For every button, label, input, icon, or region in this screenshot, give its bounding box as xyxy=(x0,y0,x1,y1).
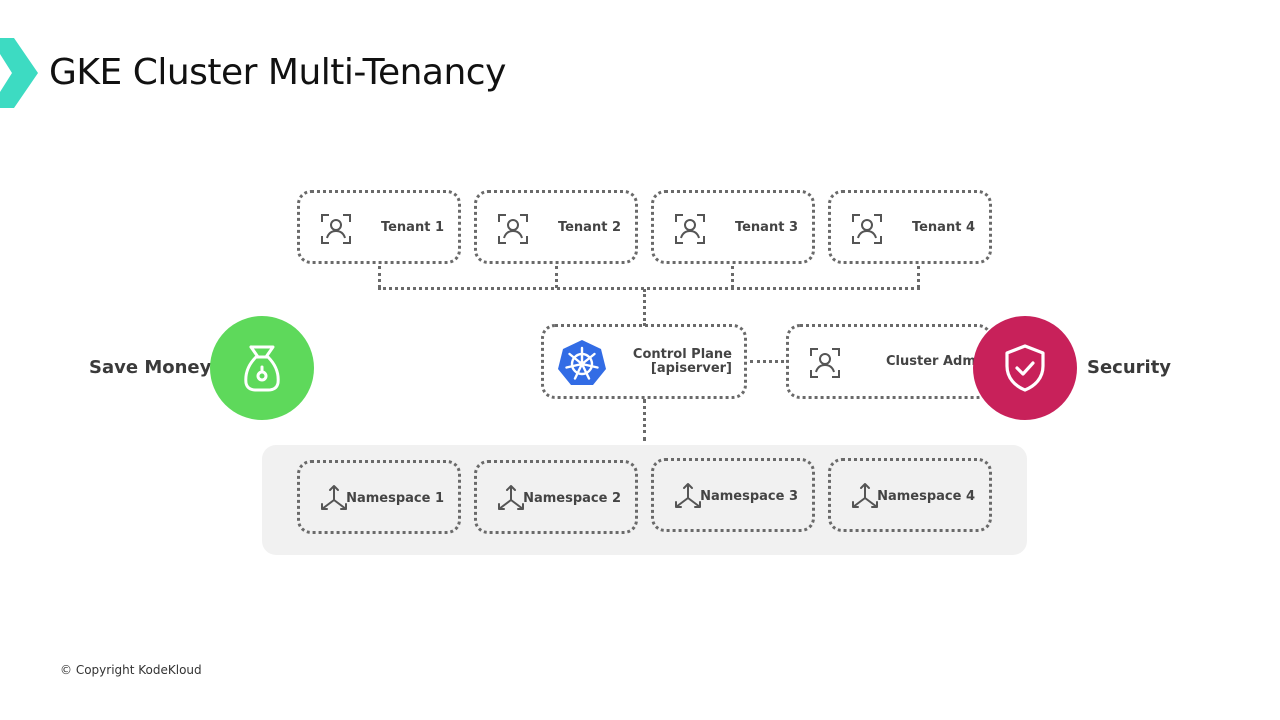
connector-tenant-2 xyxy=(555,266,558,288)
control-plane-label: Control Plane xyxy=(632,347,732,362)
namespace-box-2: Namespace 2 xyxy=(474,460,638,534)
tenant-box-3: Tenant 3 xyxy=(651,190,815,264)
cluster-admin-label: Cluster Admin xyxy=(886,354,990,369)
control-plane-box: Control Plane [apiserver] xyxy=(541,324,747,399)
user-icon xyxy=(851,213,883,245)
namespace-icon xyxy=(495,483,527,515)
namespace-box-3: Namespace 3 xyxy=(651,458,815,532)
cluster-admin-box: Cluster Admin xyxy=(786,324,992,399)
connector-bus-to-control-plane xyxy=(643,289,646,326)
namespace-icon xyxy=(318,483,350,515)
connector-tenant-4 xyxy=(917,266,920,288)
brand-chevron-logo xyxy=(0,30,42,116)
connector-control-plane-to-admin xyxy=(750,360,784,363)
kubernetes-icon xyxy=(557,339,607,387)
tenant-box-1: Tenant 1 xyxy=(297,190,461,264)
tenant-box-4: Tenant 4 xyxy=(828,190,992,264)
connector-tenant-3 xyxy=(731,266,734,288)
namespace-area xyxy=(262,445,1027,555)
connector-tenant-1 xyxy=(378,266,381,288)
save-money-label: Save Money xyxy=(89,357,212,378)
namespace-label: Namespace 3 xyxy=(700,489,798,504)
user-icon xyxy=(809,347,841,379)
control-plane-sublabel: [apiserver] xyxy=(650,361,732,376)
namespace-box-4: Namespace 4 xyxy=(828,458,992,532)
save-money-circle xyxy=(210,316,314,420)
user-icon xyxy=(674,213,706,245)
money-bag-icon xyxy=(243,343,281,393)
user-icon xyxy=(497,213,529,245)
security-circle xyxy=(973,316,1077,420)
tenant-box-2: Tenant 2 xyxy=(474,190,638,264)
copyright-text: © Copyright KodeKloud xyxy=(60,663,202,677)
security-label: Security xyxy=(1087,357,1172,378)
namespace-box-1: Namespace 1 xyxy=(297,460,461,534)
shield-check-icon xyxy=(1004,344,1046,392)
user-icon xyxy=(320,213,352,245)
tenant-label: Tenant 2 xyxy=(557,220,621,235)
connector-tenant-bus xyxy=(378,287,920,290)
namespace-label: Namespace 1 xyxy=(346,491,444,506)
connector-control-plane-to-namespaces xyxy=(643,399,646,441)
namespace-icon xyxy=(672,481,704,513)
tenant-label: Tenant 1 xyxy=(380,220,444,235)
tenant-label: Tenant 3 xyxy=(734,220,798,235)
page-title: GKE Cluster Multi-Tenancy xyxy=(49,52,506,93)
namespace-label: Namespace 4 xyxy=(877,489,975,504)
namespace-icon xyxy=(849,481,881,513)
tenant-label: Tenant 4 xyxy=(911,220,975,235)
namespace-label: Namespace 2 xyxy=(523,491,621,506)
